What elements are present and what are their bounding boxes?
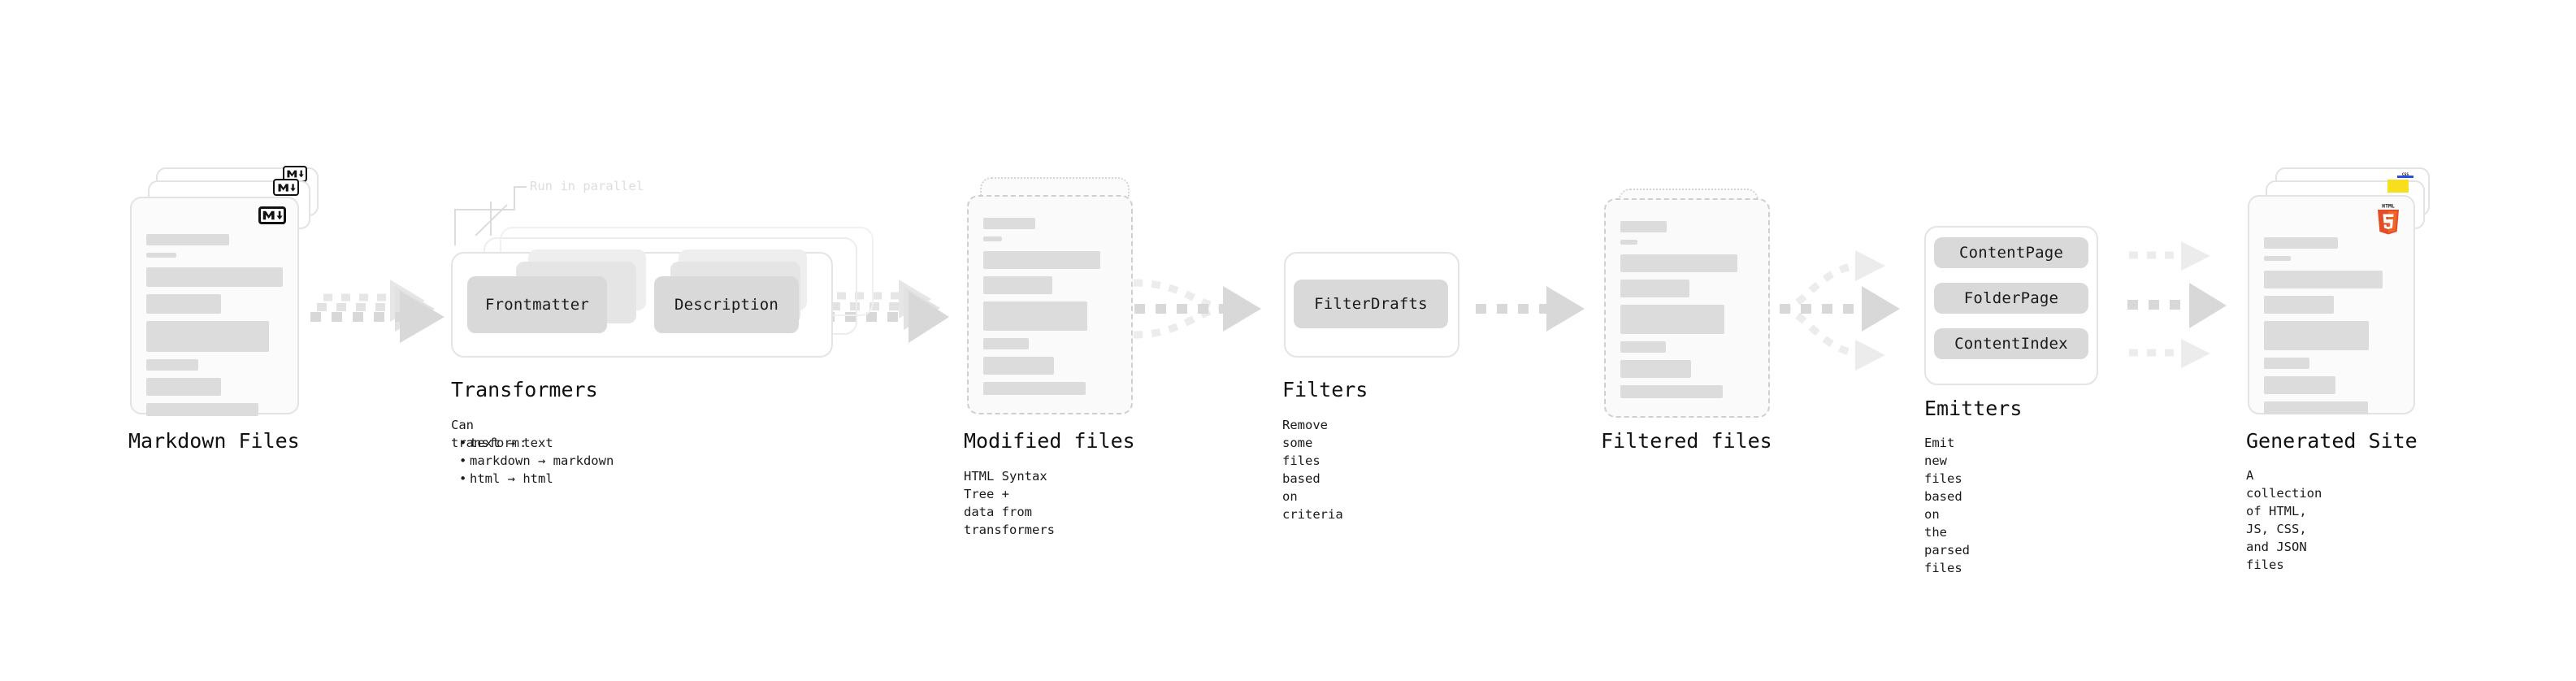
stage-title-markdown-files: Markdown Files	[128, 429, 300, 453]
svg-text:CSS: CSS	[2402, 172, 2409, 177]
html5-icon: HTML	[2374, 202, 2402, 235]
markdown-card-content	[146, 234, 283, 423]
run-in-parallel-label: Run in parallel	[530, 179, 644, 193]
transformer-bullet-list: text → text markdown → markdown html → h…	[455, 434, 614, 488]
stage-title-filtered-files: Filtered files	[1601, 429, 1772, 453]
arrow-filters-to-filtered	[1476, 286, 1585, 332]
stage-title-filters: Filters	[1282, 378, 1368, 401]
arrow-emitters-to-site	[2127, 241, 2227, 368]
stage-subtitle-filters: Remove some files based on criteria	[1282, 418, 1343, 522]
arrow-filtered-to-emitters	[1780, 250, 1900, 371]
markdown-icon	[258, 206, 286, 224]
modified-card-front	[967, 195, 1133, 414]
transformer-bullet-markdown: markdown → markdown	[459, 452, 614, 470]
stage-title-transformers: Transformers	[451, 378, 598, 401]
svg-text:HTML: HTML	[2382, 203, 2395, 210]
stage-subtitle-modified-files: HTML Syntax Tree + data from transformer…	[964, 469, 1055, 537]
markdown-icon-mid	[273, 179, 299, 196]
emitters-pill-contentindex[interactable]: ContentIndex	[1934, 328, 2088, 359]
emitters-pill-folderpage[interactable]: FolderPage	[1934, 283, 2088, 314]
transformer-bullet-text: text → text	[459, 434, 614, 452]
filtered-card-front	[1604, 198, 1770, 418]
transformer-pill-frontmatter[interactable]: Frontmatter	[467, 276, 607, 333]
modified-card-content	[983, 218, 1117, 402]
transformer-pill-description[interactable]: Description	[654, 276, 799, 333]
site-card-content	[2264, 237, 2399, 422]
javascript-icon	[2387, 180, 2409, 193]
site-card-front: HTML	[2248, 195, 2415, 414]
stage-title-modified-files: Modified files	[964, 429, 1135, 453]
arrow-modified-to-filters	[1133, 279, 1261, 339]
emitters-pill-contentpage[interactable]: ContentPage	[1934, 237, 2088, 268]
css3-icon: CSS	[2397, 166, 2413, 178]
stage-title-emitters: Emitters	[1924, 397, 2023, 420]
filters-pill-filterdrafts[interactable]: FilterDrafts	[1294, 280, 1448, 328]
arrow-markdown-to-transformers	[310, 280, 445, 343]
filtered-card-content	[1620, 221, 1754, 406]
transformer-bullet-html: html → html	[459, 470, 614, 488]
stage-subtitle-generated-site: A collection of HTML, JS, CSS, and JSON …	[2246, 468, 2322, 572]
stage-title-generated-site: Generated Site	[2246, 429, 2418, 453]
markdown-card-front	[130, 197, 299, 416]
stage-subtitle-emitters: Emit new files based on the parsed files	[1924, 436, 1970, 575]
